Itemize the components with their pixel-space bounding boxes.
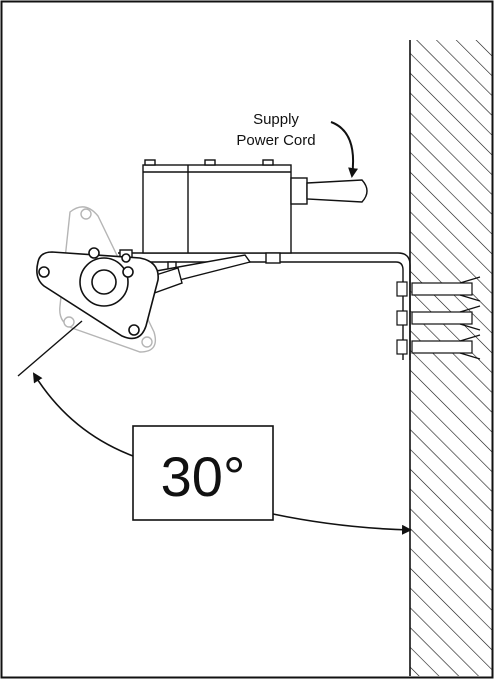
angle-label: 30°	[161, 445, 246, 508]
plate-screw-2	[88, 247, 100, 259]
anchor-bolt-3	[396, 334, 481, 360]
mounting-bracket	[118, 252, 411, 360]
wall	[409, 40, 492, 676]
angle-arc-left	[32, 372, 134, 457]
wall-anchors	[396, 276, 481, 360]
angle-label-box	[132, 425, 274, 521]
cord-label-line1: Supply	[253, 111, 299, 128]
housing-body	[142, 164, 292, 254]
cord-label-line2: Power Cord	[236, 132, 315, 149]
angle-arc-right	[272, 513, 412, 535]
camera-housing	[119, 159, 368, 273]
mount-plate-rotated	[36, 247, 159, 340]
plate-screw-4	[128, 324, 140, 336]
anchor-bolt-1	[396, 276, 481, 302]
angle-reference-line	[17, 320, 83, 377]
cord-pointer-arrow	[330, 121, 359, 178]
wall-hatching	[410, 40, 492, 676]
plate-screw-3	[122, 266, 134, 278]
plate-screw-1	[38, 266, 50, 278]
anchor-bolt-2	[396, 305, 481, 331]
power-cord	[306, 179, 368, 203]
plate-screw-5	[121, 253, 131, 263]
housing-rear-cap	[290, 177, 308, 205]
